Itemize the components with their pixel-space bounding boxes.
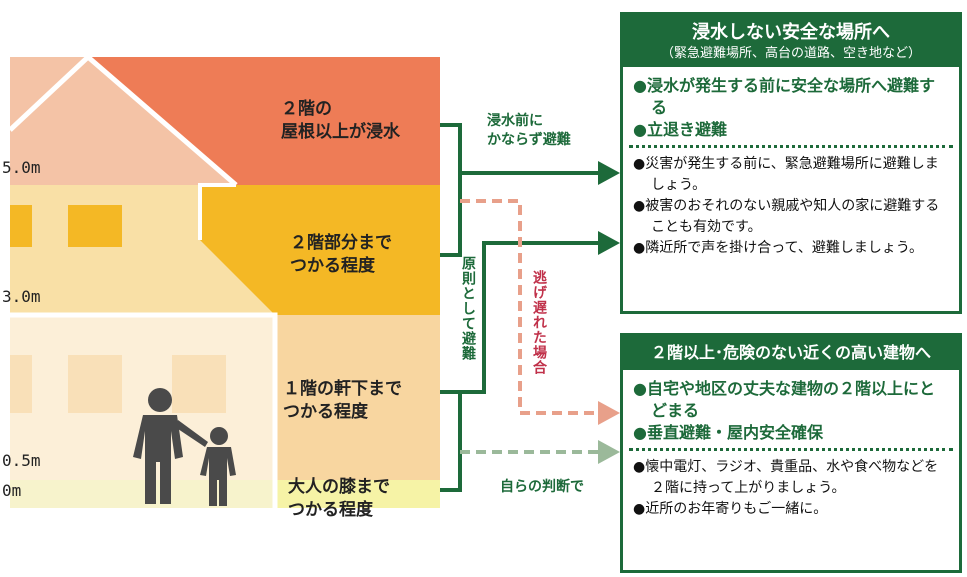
arrow-late-dashed xyxy=(460,199,598,415)
band-first-floor xyxy=(275,315,440,480)
detail-item: ●近所のお年寄りもご一緒に。 xyxy=(633,501,828,517)
level-3m: 3.0m xyxy=(2,287,41,306)
label-in-principle: 原則として避難 xyxy=(460,256,476,361)
band-roof xyxy=(88,57,440,185)
level-0m: 0m xyxy=(2,481,22,500)
band-knee-label: 大人の膝まで つかる程度 xyxy=(288,477,390,520)
arrowhead-own-judgment xyxy=(598,440,620,464)
arrowhead-roof xyxy=(598,161,620,185)
key-point: ●自宅や地区の丈夫な建物の２階以上にとどまる xyxy=(633,379,935,420)
label-own-judgment: 自らの判断で xyxy=(500,479,584,495)
window xyxy=(10,355,32,413)
box-vertical-evacuation: ２階以上･危険のない近くの高い建物へ ●自宅や地区の丈夫な建物の２階以上にとどま… xyxy=(620,333,962,573)
band-eaves-label: １階の軒下まで つかる程度 xyxy=(283,379,402,422)
box-safe-place-subtitle: （緊急避難場所、高台の道路、空き地など） xyxy=(660,46,921,61)
band-second-label: ２階部分まで つかる程度 xyxy=(290,233,392,276)
label-before-flood: 浸水前に かならず避難 xyxy=(487,113,571,148)
arrow-knee xyxy=(440,392,462,492)
roof-outline xyxy=(8,53,238,187)
box-safe-place-key-points: ●浸水が発生する前に安全な場所へ避難する ●立退き避難 xyxy=(623,67,959,141)
level-05m: 0.5m xyxy=(2,451,41,470)
window xyxy=(68,205,122,247)
arrowhead-late xyxy=(598,401,620,425)
divider xyxy=(629,448,953,451)
band-knee xyxy=(275,480,440,508)
arrow-second-floor xyxy=(440,170,462,257)
box-safe-place-header: 浸水しない安全な場所へ （緊急避難場所、高台の道路、空き地など） xyxy=(623,15,959,67)
arrowhead-eaves xyxy=(598,231,620,255)
detail-item: ●災害が発生する前に、緊急避難場所に避難しましょう。 xyxy=(633,156,939,193)
box-vertical-details: ●懐中電灯、ラジオ、貴重品、水や食べ物などを２階に持って上がりましょう。 ●近所… xyxy=(623,455,959,520)
band-second-floor xyxy=(200,185,440,315)
key-point: ●垂直避難・屋内安全確保 xyxy=(633,423,823,442)
box-safe-place-details: ●災害が発生する前に、緊急避難場所に避難しましょう。 ●被害のおそれのない親戚や… xyxy=(623,152,959,259)
people-icon xyxy=(133,388,236,506)
window xyxy=(172,355,226,413)
wall-outline xyxy=(10,312,278,508)
window xyxy=(68,355,122,413)
box-safe-place: 浸水しない安全な場所へ （緊急避難場所、高台の道路、空き地など） ●浸水が発生す… xyxy=(620,12,962,314)
divider xyxy=(629,145,953,148)
key-point: ●浸水が発生する前に安全な場所へ避難する xyxy=(633,76,935,117)
box-safe-place-title: 浸水しない安全な場所へ xyxy=(692,22,890,43)
box-vertical-header: ２階以上･危険のない近くの高い建物へ xyxy=(623,336,959,370)
key-point: ●立退き避難 xyxy=(633,120,727,139)
detail-item: ●隣近所で声を掛け合って、避難しましょう。 xyxy=(633,240,923,256)
label-late: 逃げ遅れた場合 xyxy=(531,270,547,375)
arrow-roof xyxy=(440,123,598,175)
detail-item: ●被害のおそれのない親戚や知人の家に避難することも有効です。 xyxy=(633,198,940,235)
detail-item: ●懐中電灯、ラジオ、貴重品、水や食べ物などを２階に持って上がりましょう。 xyxy=(633,459,939,496)
window xyxy=(10,205,32,247)
box-vertical-title: ２階以上･危険のない近くの高い建物へ xyxy=(650,343,931,362)
level-5m: 5.0m xyxy=(2,158,41,177)
band-roof-label: ２階の 屋根以上が浸水 xyxy=(281,99,400,142)
box-vertical-key-points: ●自宅や地区の丈夫な建物の２階以上にとどまる ●垂直避難・屋内安全確保 xyxy=(623,370,959,444)
roof-inner-outline xyxy=(198,183,236,240)
